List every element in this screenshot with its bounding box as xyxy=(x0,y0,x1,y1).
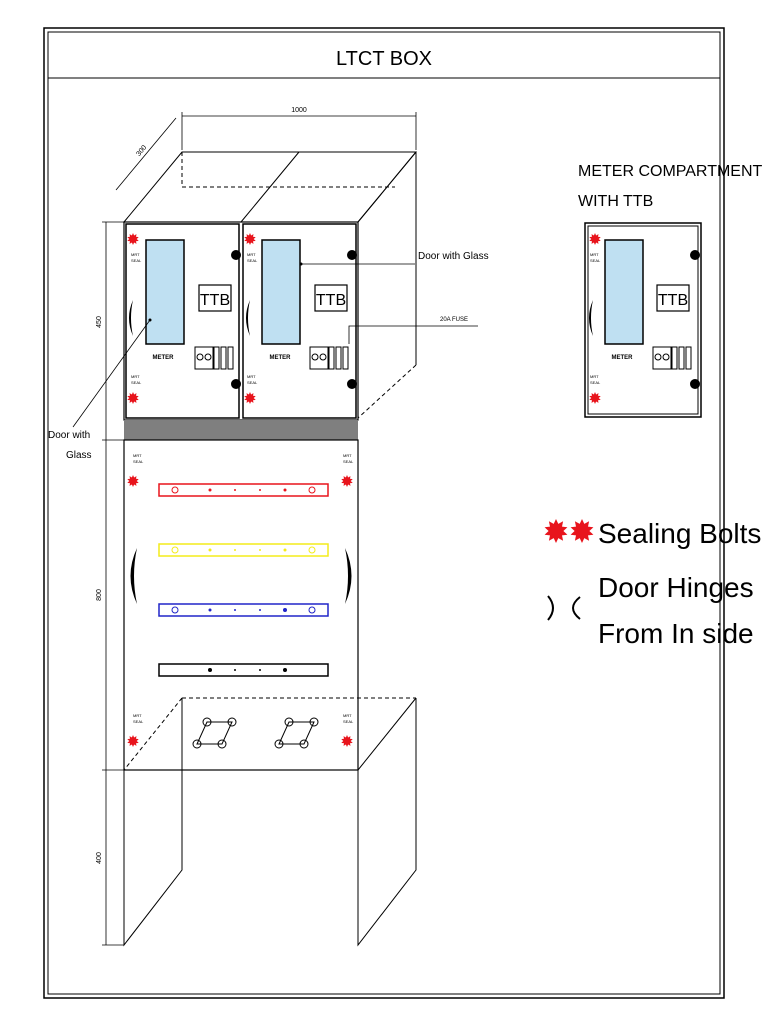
meter-label: METER xyxy=(612,355,634,361)
mrt-seal-label: SEAL xyxy=(133,719,144,724)
meter-glass-window xyxy=(261,239,301,345)
fuse-callout-line xyxy=(348,325,478,344)
mrt-seal-label: MRT xyxy=(247,252,256,257)
dimension-lines xyxy=(102,112,417,946)
ltct-box-front-view: TTB METER MRT SEAL MRT SEAL TTB METER xyxy=(122,151,418,947)
busbar-yellow xyxy=(158,543,329,557)
legend-door-hinges: Door Hinges xyxy=(598,572,754,603)
inner-frame xyxy=(47,31,721,995)
cable-gland-left xyxy=(192,717,237,749)
door-with-glass-left-callout: Glass xyxy=(66,450,92,461)
hinge-legend-icon xyxy=(572,596,581,620)
sealing-bolt-icon xyxy=(589,392,601,404)
detail-title: WITH TTB xyxy=(578,193,653,210)
meter-glass-window xyxy=(145,239,185,345)
sealing-bolt-icon xyxy=(127,475,139,487)
mrt-seal-label: MRT xyxy=(133,453,142,458)
door-hinge-icon xyxy=(690,379,700,389)
meter-height-dimension: 450 xyxy=(96,316,103,328)
door-hinge-icon xyxy=(347,379,357,389)
mrt-seal-label: SEAL xyxy=(343,719,354,724)
width-dimension: 1000 xyxy=(291,107,307,114)
divider-bar xyxy=(124,420,358,440)
busbar-red xyxy=(158,483,329,497)
sealing-bolt-icon xyxy=(544,519,568,543)
busbar-blue xyxy=(158,603,329,617)
mrt-seal-label: MRT xyxy=(133,713,142,718)
sealing-bolt-icon xyxy=(341,475,353,487)
door-with-glass-callout: Door with Glass xyxy=(418,251,489,262)
outer-frame xyxy=(43,27,725,999)
sealing-bolt-icon xyxy=(244,233,256,245)
sealing-bolt-icon xyxy=(570,519,594,543)
meter-label: METER xyxy=(270,355,292,361)
legend-door-hinges: From In side xyxy=(598,618,754,649)
mrt-seal-label: SEAL xyxy=(133,459,144,464)
door-with-glass-left-callout: Door with xyxy=(48,430,90,441)
callout-line xyxy=(72,319,151,428)
mrt-seal-label: MRT xyxy=(131,374,140,379)
mrt-seal-label: MRT xyxy=(590,374,599,379)
mrt-seal-label: SEAL xyxy=(590,258,601,263)
sealing-bolt-icon xyxy=(589,233,601,245)
mrt-seal-label: MRT xyxy=(590,252,599,257)
door-hinge-icon xyxy=(347,250,357,260)
door-hinge-icon xyxy=(130,548,137,604)
lower-compartment xyxy=(123,439,359,771)
lower-height-dimension: 800 xyxy=(96,589,103,601)
door-hinge-icon xyxy=(345,548,352,604)
stand-height-dimension: 400 xyxy=(96,852,103,864)
ttb-label: TTB xyxy=(200,292,230,309)
mrt-seal-label: MRT xyxy=(343,453,352,458)
mrt-seal-label: MRT xyxy=(247,374,256,379)
sealing-bolt-icon xyxy=(127,233,139,245)
legend: Sealing Bolts Door Hinges From In side xyxy=(547,518,761,649)
depth-dimension: 300 xyxy=(135,144,148,158)
sealing-bolt-icon xyxy=(244,392,256,404)
sealing-bolt-icon xyxy=(127,735,139,747)
mrt-seal-label: SEAL xyxy=(131,258,142,263)
detail-title: METER COMPARTMENT xyxy=(578,163,763,180)
door-hinge-icon xyxy=(231,379,241,389)
busbar-black xyxy=(158,663,329,677)
mrt-seal-label: MRT xyxy=(343,713,352,718)
ttb-box xyxy=(198,284,232,312)
page-title: LTCT BOX xyxy=(336,48,432,70)
fuse-callout: 20A FUSE xyxy=(440,317,468,323)
sealing-bolt-icon xyxy=(127,392,139,404)
meter-door-left[interactable]: TTB METER MRT SEAL MRT SEAL xyxy=(125,223,241,419)
door-hinge-icon xyxy=(129,300,133,336)
ttb-label: TTB xyxy=(658,292,688,309)
meter-compartment-detail: TTB METER MRT SEAL MRT SEAL xyxy=(584,222,702,418)
door-hinge-icon xyxy=(589,300,593,336)
cable-gland-right xyxy=(274,717,319,749)
hinge-legend-icon xyxy=(547,595,554,621)
door-hinge-icon xyxy=(690,250,700,260)
ttb-box xyxy=(314,284,348,312)
mrt-seal-label: SEAL xyxy=(247,380,258,385)
meter-label: METER xyxy=(153,355,175,361)
door-hinge-icon xyxy=(231,250,241,260)
sealing-bolt-icon xyxy=(341,735,353,747)
mrt-seal-label: SEAL xyxy=(247,258,258,263)
legend-sealing-bolts: Sealing Bolts xyxy=(598,518,761,549)
mrt-seal-label: MRT xyxy=(131,252,140,257)
door-hinge-icon xyxy=(246,300,250,336)
meter-glass-window xyxy=(604,239,644,345)
mrt-seal-label: SEAL xyxy=(131,380,142,385)
mrt-seal-label: SEAL xyxy=(590,380,601,385)
meter-door-right[interactable]: TTB METER MRT SEAL MRT SEAL xyxy=(242,223,357,419)
mrt-seal-label: SEAL xyxy=(343,459,354,464)
ttb-label: TTB xyxy=(316,292,346,309)
